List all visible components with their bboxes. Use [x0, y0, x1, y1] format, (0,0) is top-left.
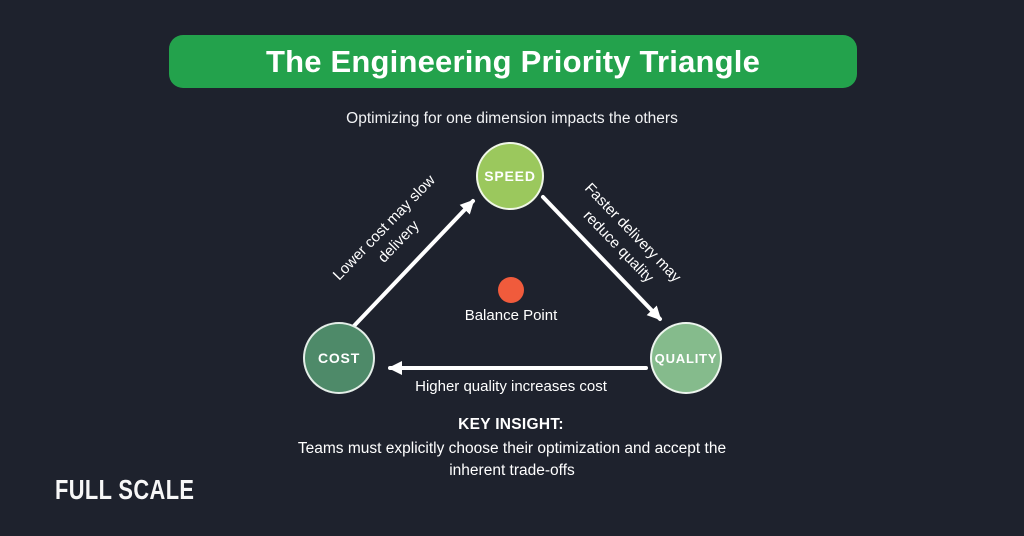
node-speed: SPEED [476, 142, 544, 210]
node-quality: QUALITY [650, 322, 722, 394]
full-scale-logo: FULL SCALE [55, 474, 195, 505]
node-quality-label: QUALITY [654, 350, 718, 366]
key-insight-heading: KEY INSIGHT: [458, 416, 564, 433]
arrow-speed-to-quality [541, 195, 662, 321]
edge-label-quality-cost: Higher quality increases cost [415, 378, 607, 395]
title-banner: The Engineering Priority Triangle [169, 35, 857, 88]
balance-point-dot [498, 277, 524, 303]
node-cost: COST [303, 322, 375, 394]
page-subtitle: Optimizing for one dimension impacts the… [346, 110, 678, 127]
page-title: The Engineering Priority Triangle [265, 43, 761, 79]
node-cost-label: COST [317, 350, 361, 366]
arrow-cost-to-speed [350, 199, 475, 330]
key-insight-text: Teams must explicitly choose their optim… [297, 440, 727, 479]
balance-point-label: Balance Point [464, 307, 558, 324]
node-speed-label: SPEED [484, 168, 536, 184]
